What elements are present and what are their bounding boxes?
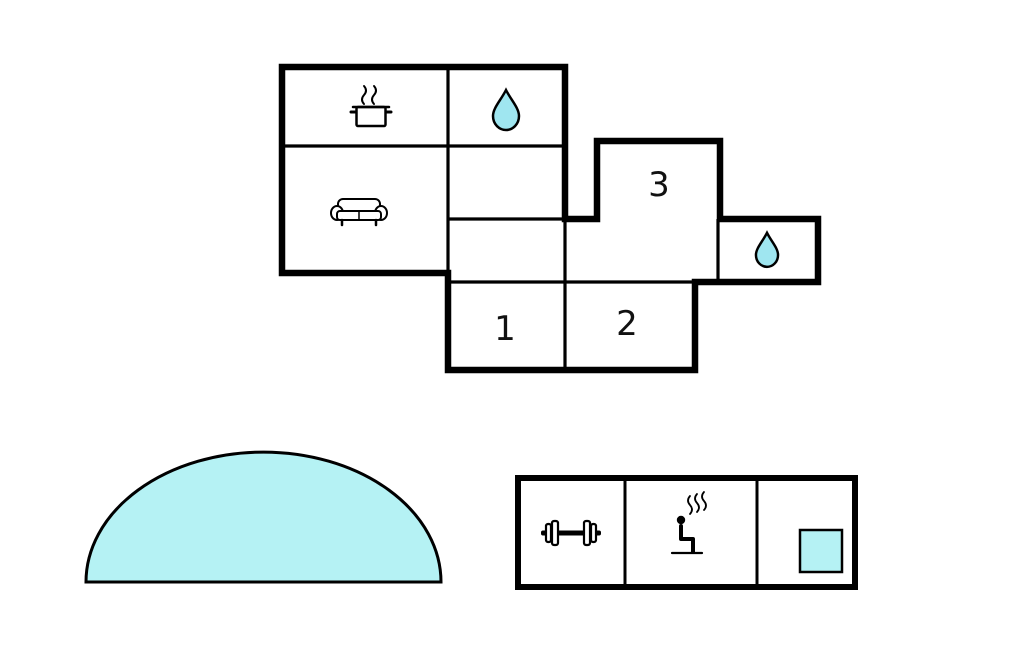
room-3-label: 3 bbox=[648, 165, 670, 205]
room-1-label: 1 bbox=[494, 309, 516, 349]
facility-dividers bbox=[623, 478, 759, 587]
water-drop-icon bbox=[754, 230, 780, 269]
facility-block bbox=[515, 475, 858, 590]
terrace-semicircle bbox=[84, 450, 443, 584]
sauna-person-icon bbox=[670, 491, 707, 555]
interior-walls bbox=[282, 67, 720, 370]
barbell-icon bbox=[541, 519, 601, 547]
sofa-icon bbox=[330, 198, 388, 227]
water-drop-icon bbox=[491, 87, 521, 132]
main-floorplan: 1 2 3 bbox=[278, 63, 822, 374]
pool-square bbox=[798, 528, 844, 574]
cooking-pot-icon bbox=[349, 85, 393, 128]
room-2-label: 2 bbox=[616, 304, 638, 344]
